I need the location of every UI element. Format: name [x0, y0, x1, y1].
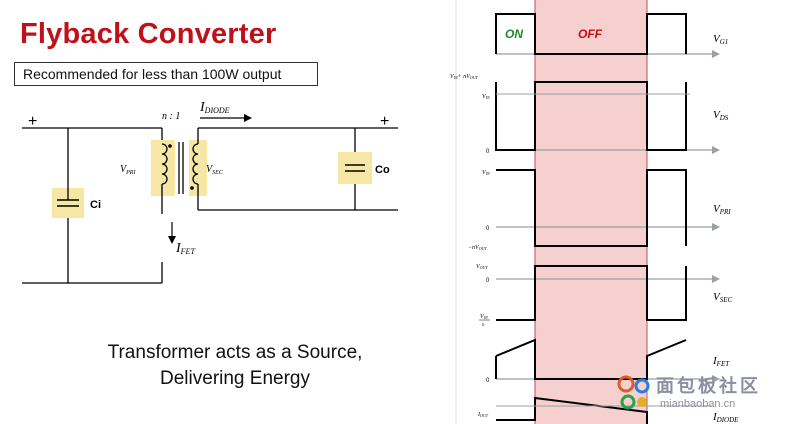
vds-zero-tick: 0: [486, 149, 490, 155]
vds-label: VDS: [713, 109, 729, 122]
plus-left: +: [28, 113, 37, 130]
vg1-label: VG1: [713, 33, 728, 46]
vsec-bottom-den: n: [482, 323, 485, 328]
ifet-zero-tick: 0: [486, 378, 490, 384]
turns-ratio: n : 1: [162, 111, 180, 122]
off-region: [535, 0, 647, 424]
vg1-trace: [495, 13, 687, 55]
i-diode-label: IDIODE: [199, 100, 230, 115]
caption-line-1: Transformer acts as a Source,: [107, 342, 363, 363]
watermark-text: 面包板社区: [656, 376, 761, 396]
site-watermark: 面包板社区 mianbaoban.cn: [614, 370, 792, 418]
on-label: ON: [505, 27, 523, 41]
plus-right: +: [380, 113, 389, 130]
idiode-top-tick: IOUT: [477, 412, 489, 418]
primary-winding: [161, 143, 168, 185]
i-diode-arrowhead: [244, 114, 252, 122]
co-highlight: [338, 152, 372, 184]
v-pri-label: VPRI: [120, 164, 136, 176]
vpri-zero-tick: 0: [486, 226, 490, 232]
subtitle-box: Recommended for less than 100W output: [14, 62, 318, 86]
off-label: OFF: [578, 27, 603, 41]
i-fet-arrowhead: [168, 236, 176, 244]
vds-trace: [495, 81, 687, 151]
vpri-top-tick: VIN: [482, 170, 490, 176]
vsec-label: VSEC: [713, 291, 733, 304]
ifet-label: IFET: [712, 355, 730, 368]
ci-label: Ci: [90, 199, 101, 211]
vds-top-tick: VIN+ nVOUT: [450, 74, 479, 80]
watermark-logo-icon: [617, 375, 650, 410]
vsec-bottom-tick: VIN: [480, 314, 488, 320]
vsec-trace: [496, 265, 687, 321]
ifet-trace: [495, 338, 687, 380]
vpri-label: VPRI: [713, 203, 731, 216]
primary-dot: [168, 144, 172, 148]
caption-line-2: Delivering Energy: [160, 368, 310, 389]
vsec-zero-tick: 0: [486, 278, 490, 284]
slide-caption: Transformer acts as a Source, Delivering…: [60, 340, 410, 392]
idiode-label: IDIODE: [712, 411, 739, 424]
vpri-bottom-tick: −nVOUT: [468, 245, 487, 251]
co-label: Co: [375, 164, 390, 176]
vds-vin-tick: VIN: [482, 94, 490, 100]
vsec-top-tick: VOUT: [476, 264, 488, 270]
idiode-trace: [496, 396, 648, 424]
secondary-winding: [192, 143, 199, 185]
vpri-trace: [496, 169, 687, 247]
primary-highlight: [151, 140, 175, 196]
i-fet-label: IFET: [175, 241, 195, 256]
v-sec-label: VSEC: [206, 164, 224, 176]
watermark-subtext: mianbaoban.cn: [660, 398, 736, 410]
secondary-dot: [190, 186, 194, 190]
slide-title: Flyback Converter: [20, 18, 277, 50]
